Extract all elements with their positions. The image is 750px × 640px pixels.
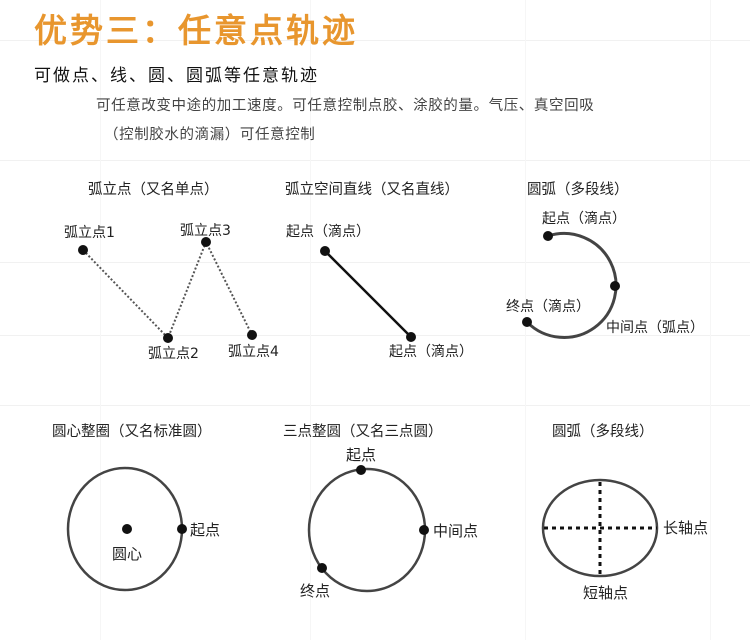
diagram-straight-line <box>320 246 416 342</box>
label-point-2: 弧立点2 <box>148 346 199 362</box>
three-point-middle-dot <box>419 525 429 535</box>
heading-straight-line: 弧立空间直线（又名直线） <box>285 182 459 198</box>
subtitle: 可做点、线、圆、圆弧等任意轨迹 <box>34 66 319 86</box>
label-circle-center: 圆心 <box>112 545 143 563</box>
label-line-start: 起点（滴点） <box>286 224 370 240</box>
point-3-dot <box>201 237 211 247</box>
isolated-point-dots <box>78 237 257 343</box>
label-major-axis-point: 长轴点 <box>663 519 709 537</box>
diagram-isolated-points <box>82 239 253 340</box>
arc-end-dot <box>522 317 532 327</box>
label-three-point-start: 起点 <box>346 446 377 464</box>
circle-start-dot <box>177 524 187 534</box>
label-arc-middle: 中间点（弧点） <box>606 320 704 336</box>
circle-center-dot <box>122 524 132 534</box>
point-4-dot <box>247 330 257 340</box>
description-line-1: 可任意改变中途的加工速度。可任意控制点胶、涂胶的量。气压、真空回吸 <box>96 98 595 114</box>
label-point-3: 弧立点3 <box>180 223 231 239</box>
label-point-1: 弧立点1 <box>64 225 115 241</box>
page-title: 优势三：任意点轨迹 <box>34 11 358 50</box>
label-arc-start: 起点（滴点） <box>542 211 626 227</box>
line-start-dot <box>320 246 330 256</box>
heading-isolated-points: 弧立点（又名单点） <box>88 182 219 198</box>
label-three-point-middle: 中间点 <box>433 522 479 540</box>
line-end-dot <box>406 332 416 342</box>
diagram-three-point-circle <box>307 465 429 593</box>
label-circle-start: 起点 <box>190 521 221 539</box>
heading-arc: 圆弧（多段线） <box>527 182 629 198</box>
arc-middle-dot <box>610 281 620 291</box>
description-line-2: （控制胶水的滴漏）可任意控制 <box>104 127 316 143</box>
point-1-dot <box>78 245 88 255</box>
label-three-point-end: 终点 <box>300 582 331 600</box>
diagram-arc <box>522 231 620 339</box>
three-point-end-dot <box>317 563 327 573</box>
point-2-dot <box>163 333 173 343</box>
diagram-ellipse <box>541 478 659 578</box>
heading-ellipse: 圆弧（多段线） <box>552 424 654 440</box>
label-minor-axis-point: 短轴点 <box>583 584 629 602</box>
label-line-end: 起点（滴点） <box>389 344 473 360</box>
heading-center-circle: 圆心整圈（又名标准圆） <box>52 424 212 440</box>
label-arc-end: 终点（滴点） <box>506 299 590 315</box>
diagram-center-circle <box>66 466 187 592</box>
label-point-4: 弧立点4 <box>228 344 279 360</box>
arc-start-dot <box>543 231 553 241</box>
heading-three-point-circle: 三点整圆（又名三点圆） <box>283 424 443 440</box>
description: 可任意改变中途的加工速度。可任意控制点胶、涂胶的量。气压、真空回吸 （控制胶水的… <box>96 92 696 150</box>
three-point-start-dot <box>356 465 366 475</box>
